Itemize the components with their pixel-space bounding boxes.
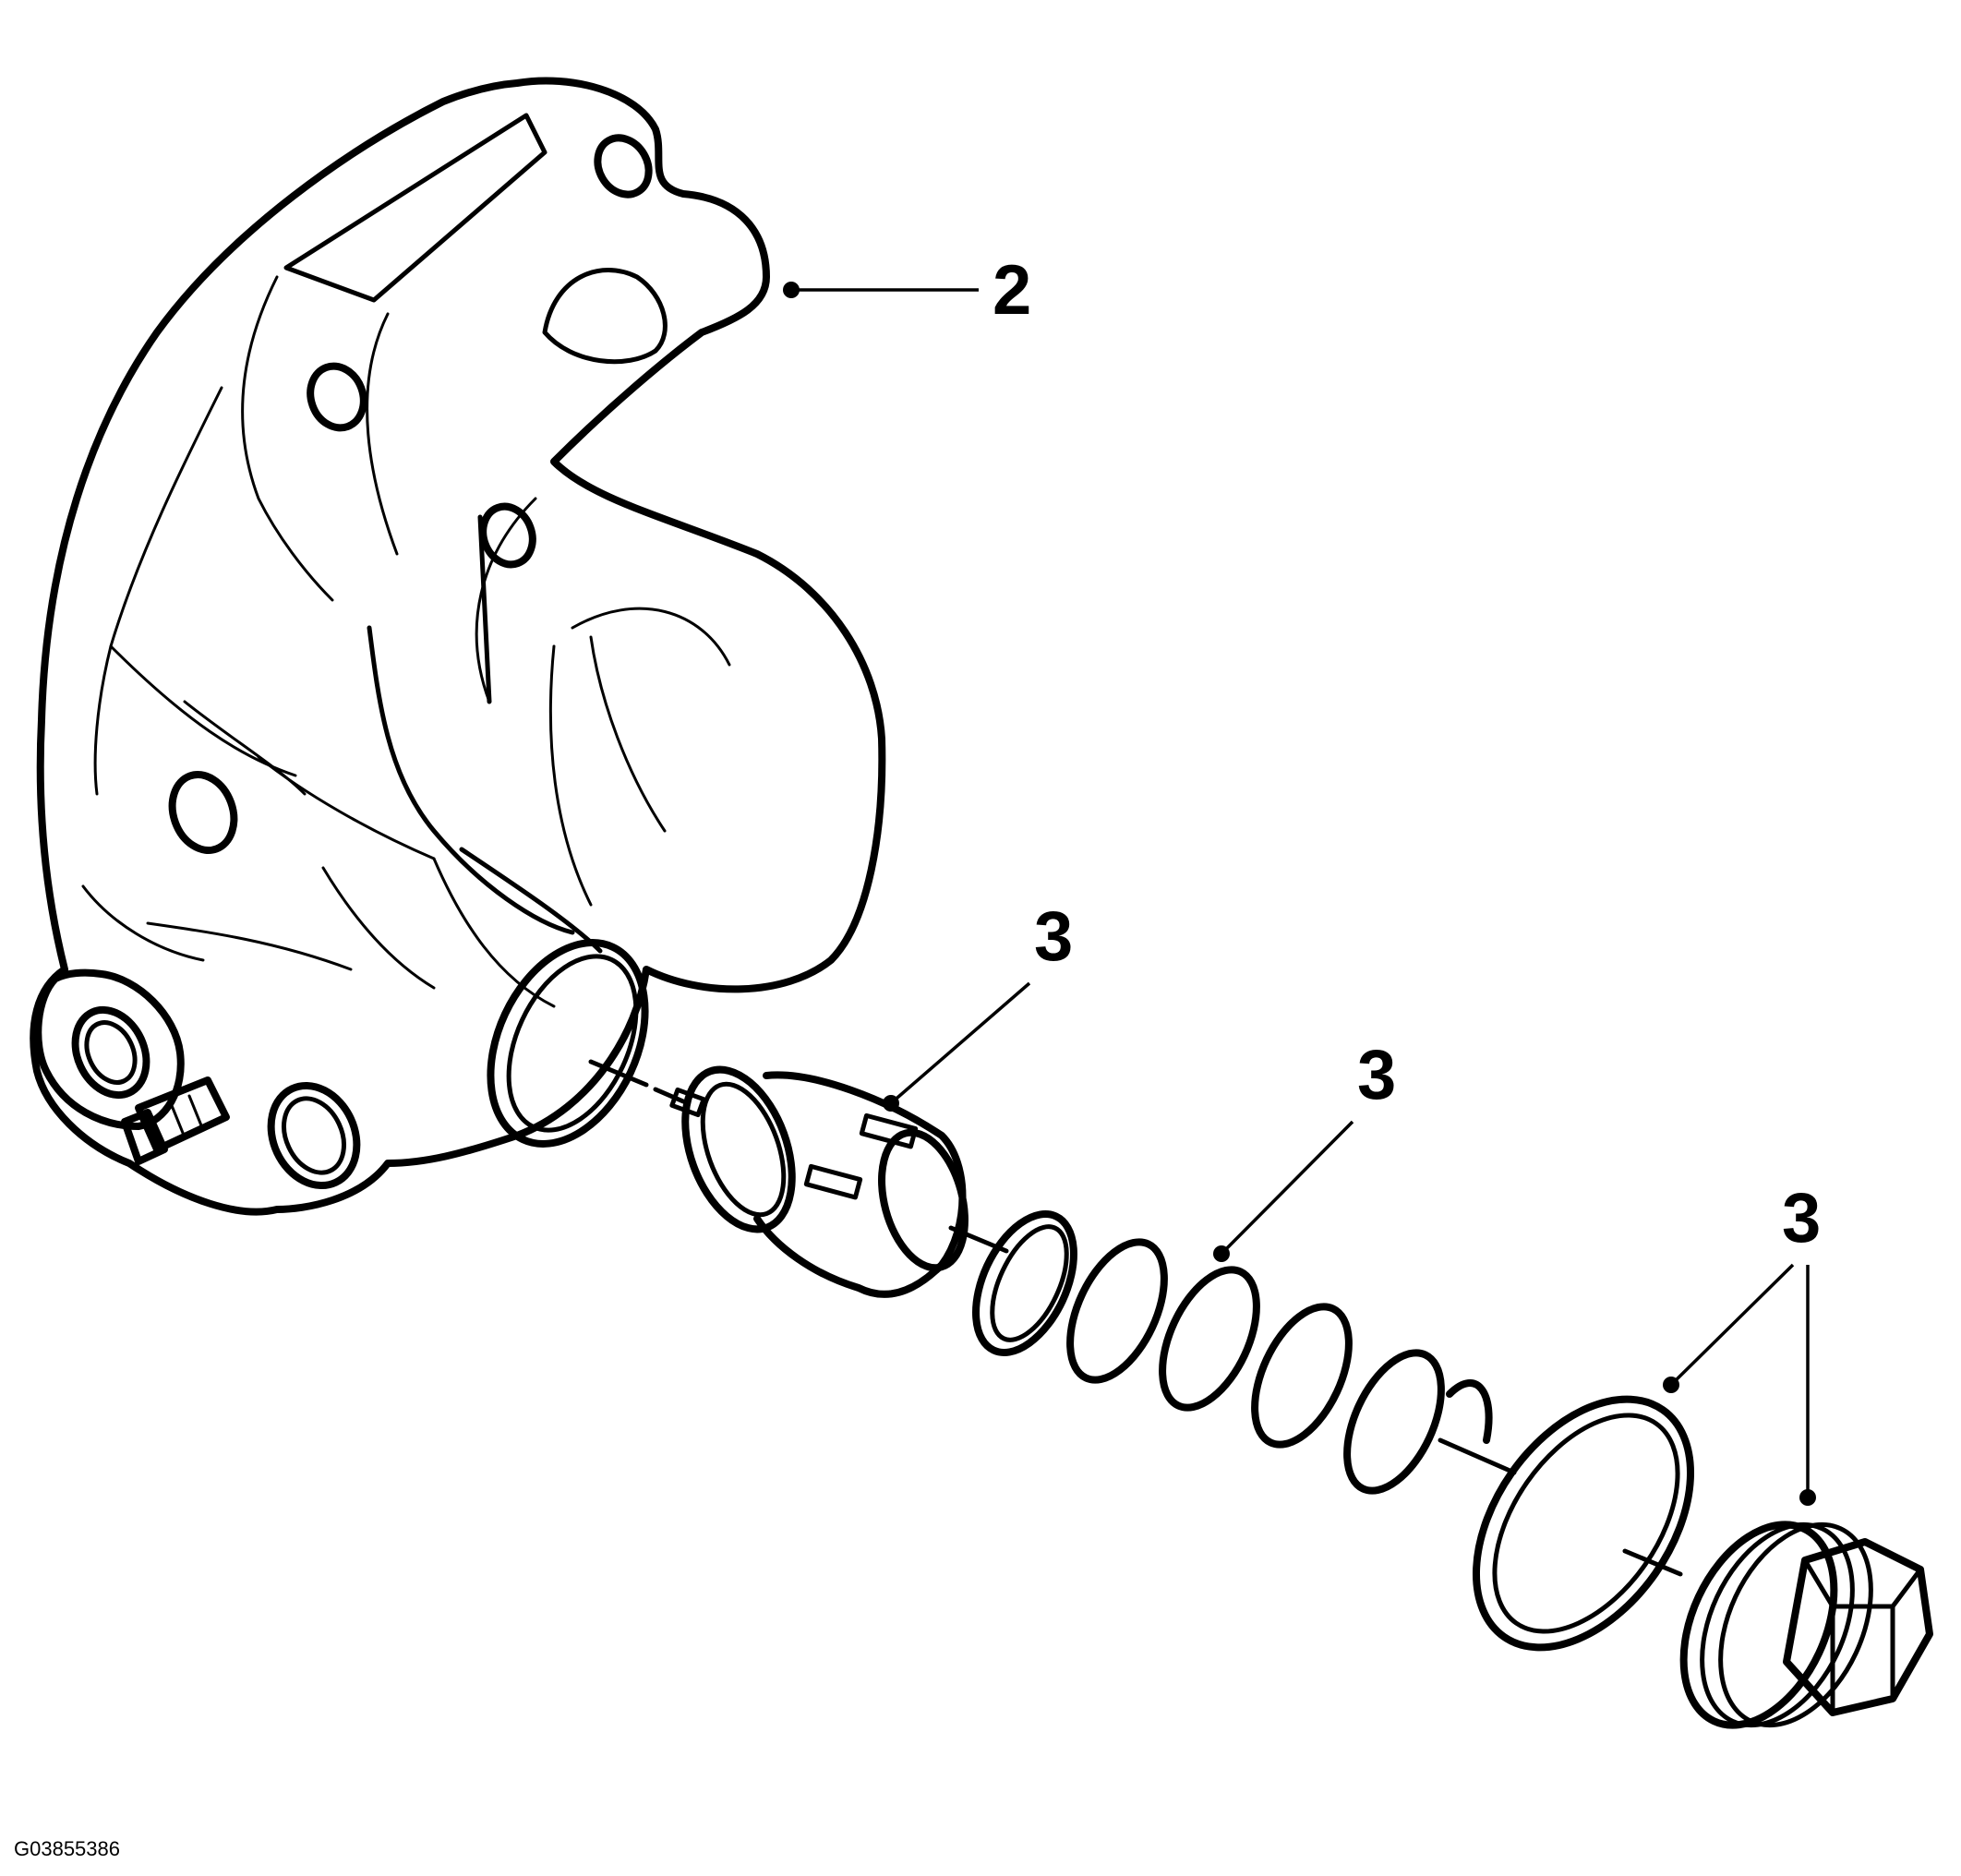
callout-3-seal-plug: 3 [1663, 1179, 1821, 1506]
callout-3-spring: 3 [1213, 1036, 1396, 1262]
callout-dot [1799, 1489, 1816, 1506]
callout-2: 2 [783, 251, 1031, 330]
callout-label: 3 [1782, 1179, 1821, 1257]
assembly-axis [588, 1059, 1683, 1577]
callout-3-piston: 3 [883, 897, 1073, 1112]
caliper-housing [30, 77, 886, 1216]
callout-label: 3 [1357, 1036, 1396, 1114]
leader-line [1669, 1263, 1795, 1387]
leader-line [889, 981, 1031, 1105]
seal-ring [1472, 1395, 1695, 1652]
callout-label: 3 [1034, 897, 1073, 976]
spring [972, 1210, 1493, 1495]
callout-dot [1663, 1377, 1679, 1393]
valve-piston [669, 1065, 968, 1298]
figure-id: G03855386 [14, 1837, 120, 1860]
plug [1679, 1521, 1933, 1729]
callout-label: 2 [993, 251, 1031, 330]
leader-line [1220, 1120, 1354, 1256]
